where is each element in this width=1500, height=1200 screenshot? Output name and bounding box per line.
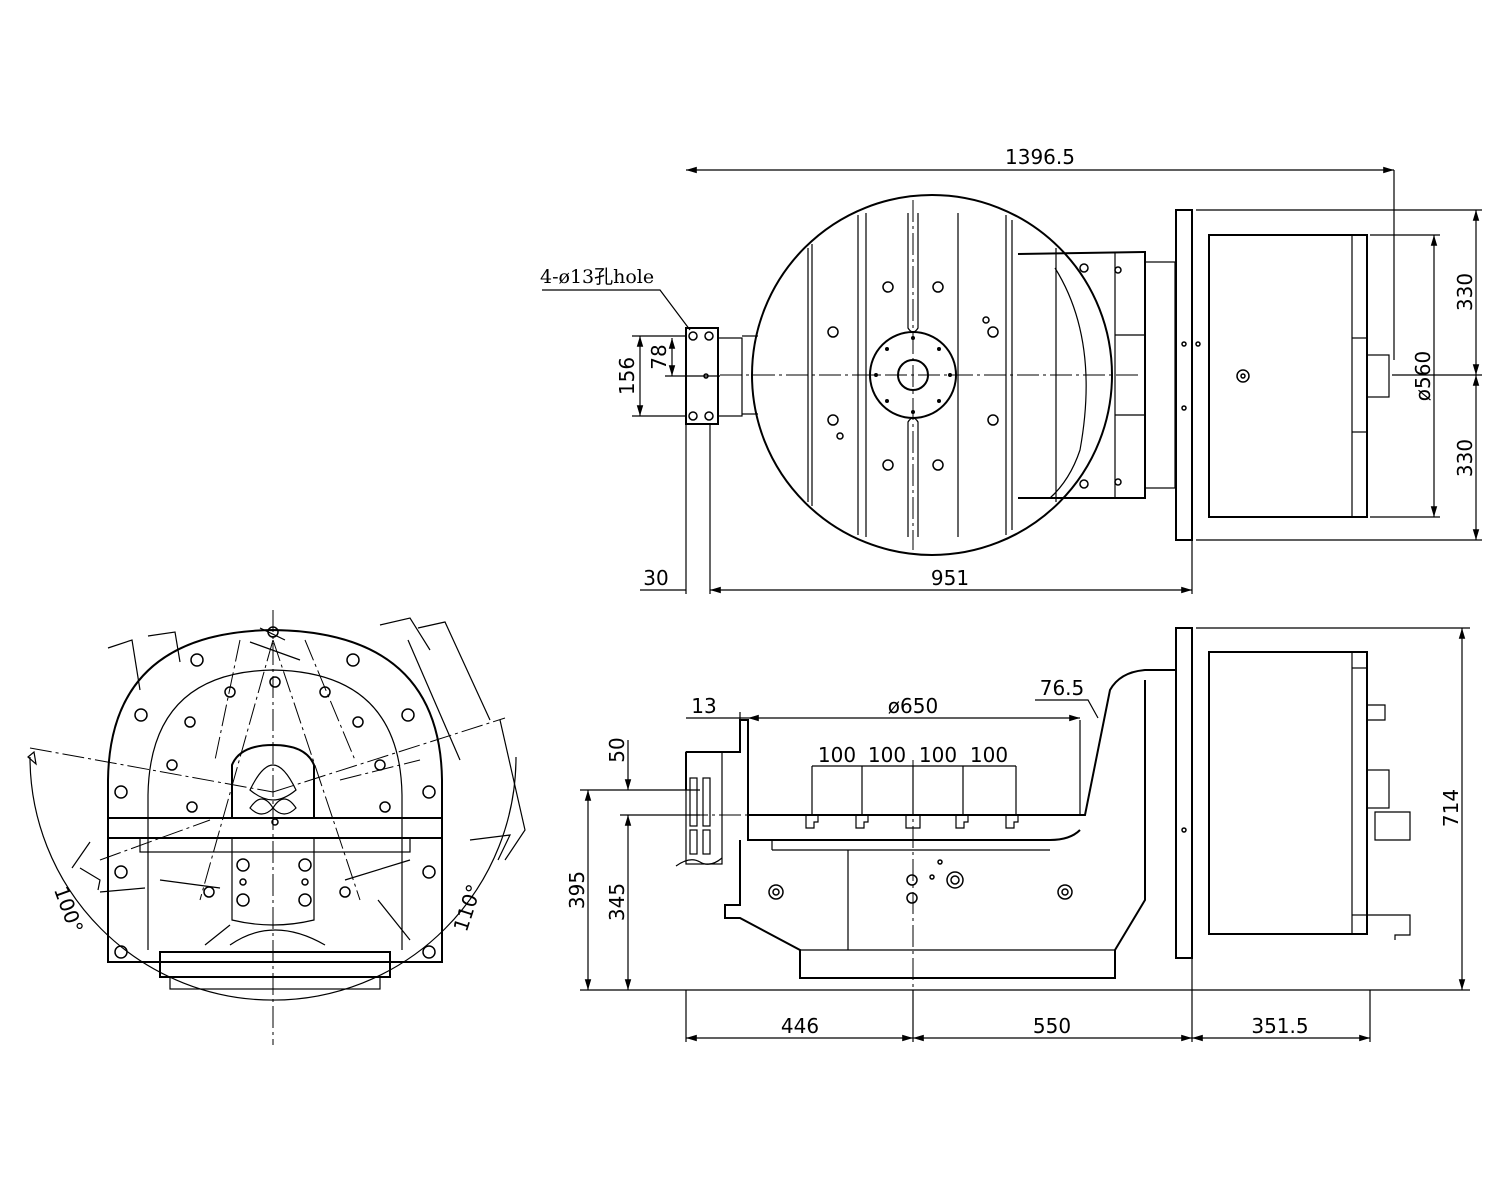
tilt-angle-left: 100° [49,883,88,936]
motor-hole [1236,369,1250,383]
hole-note: 4-ø13孔hole [540,266,654,288]
arm-holes [1079,263,1122,489]
dim-height-total: 395 [565,871,589,909]
end-base [159,951,391,978]
side-base-outline [724,680,1146,979]
table-flange [139,837,411,853]
cradle-outer [107,628,443,963]
dim-height-center: 345 [605,883,629,921]
side-bolts [689,777,711,855]
table-holes [827,281,999,471]
dim-plate-diameter: ø650 [888,694,938,718]
dim-bracket-inner: 78 [647,344,671,369]
top-view: 1396.5 4-ø13孔hole 951 30 156 78 330 330 … [540,145,1482,594]
end-view: 100° 110° [27,610,526,1045]
dim-motor-upper: 330 [1453,273,1477,311]
motor-adapter [1144,261,1176,489]
dim-body-length: 951 [931,566,969,590]
tilt-ghost-outlines [71,617,526,946]
side-upper-outline [686,669,1176,816]
side-motor-flange [1175,627,1193,959]
dim-overall-length: 1396.5 [1005,145,1075,169]
dim-overall-height: 714 [1439,789,1463,827]
dim-slot-pitch-4: 100 [970,743,1008,767]
end-holes [114,626,436,959]
dim-flange-offset: 30 [643,566,668,590]
dim-length-left: 446 [781,1014,819,1038]
table-band [107,817,443,839]
dim-slot-pitch-1: 100 [818,743,856,767]
side-bracket [685,751,723,865]
dim-bracket-height: 156 [615,357,639,395]
dim-length-right: 351.5 [1251,1014,1308,1038]
side-motor-body [1208,651,1368,935]
dim-motor-diameter: ø560 [1411,351,1435,401]
dim-slot-pitch-3: 100 [919,743,957,767]
motor-encoder [1366,354,1390,398]
top-dimensions [542,166,1482,594]
t-slot-strips [807,213,1057,537]
radial-lines [29,610,506,1045]
bracket-neck [717,337,743,417]
dim-motor-lower: 330 [1453,439,1477,477]
dim-offset: 13 [691,694,716,718]
motor-body [1208,234,1368,518]
dim-slot-pitch-2: 100 [868,743,906,767]
side-t-slots [805,815,1019,829]
dim-chamfer: 76.5 [1040,676,1085,700]
side-dimensions [580,627,1470,1042]
side-holes [768,859,1073,904]
dim-length-mid: 550 [1033,1014,1071,1038]
motor-flange [1175,209,1193,541]
dim-slot-depth: 50 [605,737,629,762]
bracket-holes [688,331,714,421]
tilt-angle-right: 110° [448,881,486,934]
side-view: ø650 13 76.5 100 100 100 100 50 395 345 … [565,627,1470,1042]
